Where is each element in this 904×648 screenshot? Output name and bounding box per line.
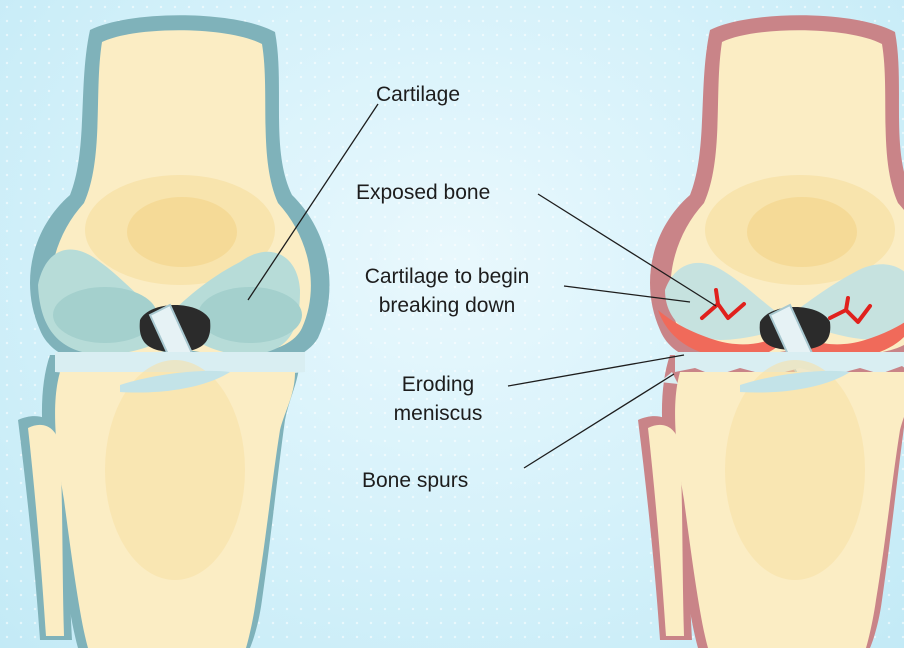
- damaged-femur-marrow-core: [747, 197, 857, 267]
- healthy-femur-marrow-core: [127, 197, 237, 267]
- label-eroding-meniscus-line1: Eroding: [376, 370, 500, 399]
- damaged-knee: [638, 15, 904, 648]
- label-bone-spurs: Bone spurs: [362, 466, 468, 495]
- leader-line-eroding-meniscus: [508, 355, 684, 386]
- label-cartilage-breakdown: Cartilage to begin breaking down: [334, 262, 560, 320]
- healthy-tibia-marrow: [105, 360, 245, 580]
- healthy-condyle-right: [198, 287, 302, 343]
- label-cartilage: Cartilage: [376, 80, 460, 109]
- damaged-tibia-marrow: [725, 360, 865, 580]
- label-cartilage-breakdown-line1: Cartilage to begin: [334, 262, 560, 291]
- healthy-knee: [18, 15, 330, 648]
- label-eroding-meniscus-line2: meniscus: [376, 399, 500, 428]
- label-cartilage-breakdown-line2: breaking down: [334, 291, 560, 320]
- label-exposed-bone: Exposed bone: [356, 178, 490, 207]
- label-eroding-meniscus: Eroding meniscus: [376, 370, 500, 428]
